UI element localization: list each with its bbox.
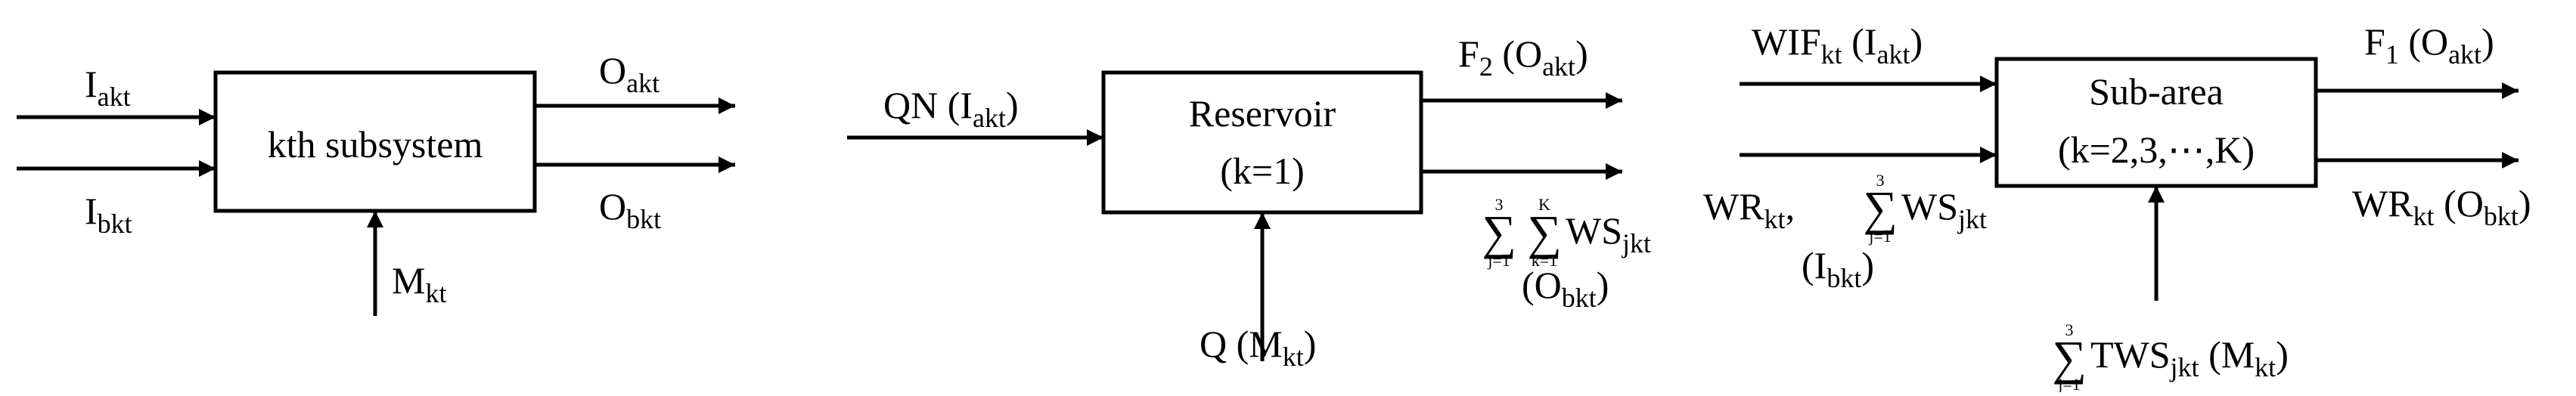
block2-label-line2: (k=1) xyxy=(1220,150,1305,192)
block1-output-a-label: Oakt xyxy=(599,49,660,98)
block3-control-tws: TWSjkt (Mkt) xyxy=(2090,333,2289,382)
b3-sum-lower: j=1 xyxy=(1868,227,1892,246)
block1-label: kth subsystem xyxy=(268,123,483,166)
block2-input-a-label: QN (Iakt) xyxy=(883,84,1019,133)
block2-label-line1: Reservoir xyxy=(1189,92,1336,135)
sum1-lower: j=1 xyxy=(1487,251,1510,270)
block2-group: Reservoir (k=1) QN (Iakt) F2 (Oakt) 3 ∑ … xyxy=(847,32,1651,372)
block1-control-label: Mkt xyxy=(392,259,446,308)
block2-control-label: Q (Mkt) xyxy=(1200,323,1316,372)
block3-group: Sub-area (k=2,3,⋯,K) WIFkt (Iakt) WRkt, … xyxy=(1703,20,2531,394)
block2-output-b-label: 3 ∑ j=1 K ∑ k=1 WSjkt (Obkt) xyxy=(1482,195,1651,313)
block1-output-b-label: Obkt xyxy=(599,185,661,234)
b3-ctrl-sum-lower: j=1 xyxy=(2057,375,2081,392)
sum2-lower: k=1 xyxy=(1532,251,1557,270)
block3-output-a-label: F1 (Oakt) xyxy=(2364,20,2494,70)
block3-input-b-label: WRkt, 3 ∑ j=1 WSjkt (Ibkt) xyxy=(1703,171,1987,293)
block3-input-b-wr: WRkt, xyxy=(1703,185,1795,234)
b3-ctrl-sum-symbol: ∑ xyxy=(2052,331,2087,385)
block2-output-a-label: F2 (Oakt) xyxy=(1458,32,1588,82)
block3-input-a-label: WIFkt (Iakt) xyxy=(1752,20,1923,70)
block3-control-label: 3 ∑ j=1 TWSjkt (Mkt) xyxy=(2052,320,2289,394)
block3-label-line2: (k=2,3,⋯,K) xyxy=(2058,128,2255,171)
block3-input-b-ws: WSjkt xyxy=(1901,185,1987,234)
block1-input-b-label: Ibkt xyxy=(85,190,132,239)
block2-output-b-ws: WSjkt xyxy=(1566,209,1651,258)
sum2-symbol: ∑ xyxy=(1527,206,1562,259)
block1-input-a-label: Iakt xyxy=(85,63,131,112)
b3-sum-symbol: ∑ xyxy=(1863,181,1898,235)
block1-group: kth subsystem Iakt Ibkt Oakt Obkt Mkt xyxy=(17,49,735,316)
block3-label-line1: Sub-area xyxy=(2089,70,2224,113)
sum1-symbol: ∑ xyxy=(1482,206,1516,259)
block3-input-b-paren: (Ibkt) xyxy=(1802,244,1874,293)
b3-sum-upper: 3 xyxy=(1876,171,1885,190)
block3-output-b-label: WRkt (Obkt) xyxy=(2352,182,2531,231)
sum1-upper: 3 xyxy=(1495,195,1504,214)
sum2-upper: K xyxy=(1538,195,1550,214)
b3-ctrl-sum-upper: 3 xyxy=(2065,320,2074,339)
block2-output-b-paren: (Obkt) xyxy=(1522,264,1609,313)
